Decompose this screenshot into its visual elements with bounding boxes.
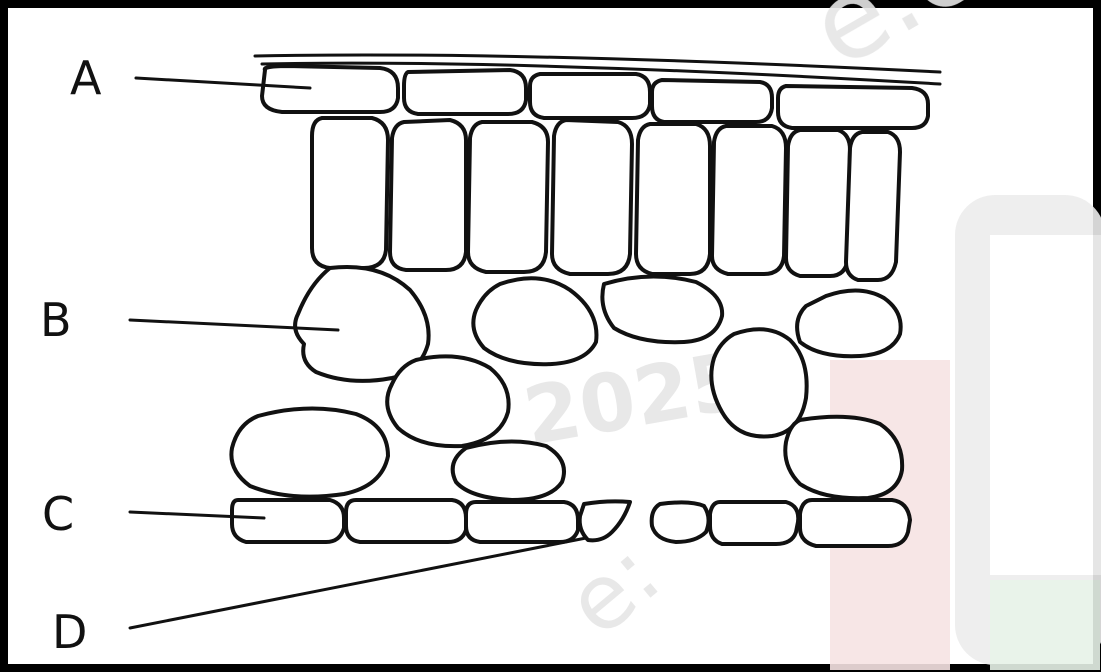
palisade-cell (712, 126, 786, 274)
upper-epidermis-cell (262, 66, 398, 112)
spongy-cell (711, 329, 806, 436)
palisade-layer (312, 118, 900, 280)
lower-epidermis (232, 500, 910, 546)
palisade-cell (636, 124, 710, 274)
spongy-cell (387, 356, 508, 446)
spongy-cell (231, 408, 388, 496)
watermark-bar-green (990, 580, 1100, 670)
label-a: A (70, 51, 102, 105)
lower-epidermis-cell (710, 502, 798, 544)
palisade-cell (312, 118, 388, 268)
upper-epidermis-cell (404, 70, 526, 114)
lower-epidermis-cell (346, 500, 466, 542)
spongy-cell (453, 441, 564, 500)
palisade-cell (552, 120, 632, 274)
palisade-cell (786, 130, 850, 276)
lower-epidermis-cell (800, 500, 910, 546)
guard-cell (652, 502, 709, 542)
upper-epidermis-cell (652, 80, 772, 122)
label-b: B (40, 293, 72, 347)
upper-epidermis-cell (778, 86, 928, 128)
spongy-cell (602, 276, 722, 342)
lower-epidermis-cell (232, 500, 344, 542)
label-c: C (42, 487, 74, 541)
palisade-cell (846, 132, 900, 280)
lower-epidermis-cell (466, 502, 578, 542)
palisade-cell (468, 122, 548, 272)
spongy-cell (785, 417, 902, 498)
label-d: D (52, 605, 87, 659)
watermark-inner-white (990, 235, 1101, 575)
upper-epidermis-cell (530, 74, 650, 118)
palisade-cell (390, 120, 466, 270)
